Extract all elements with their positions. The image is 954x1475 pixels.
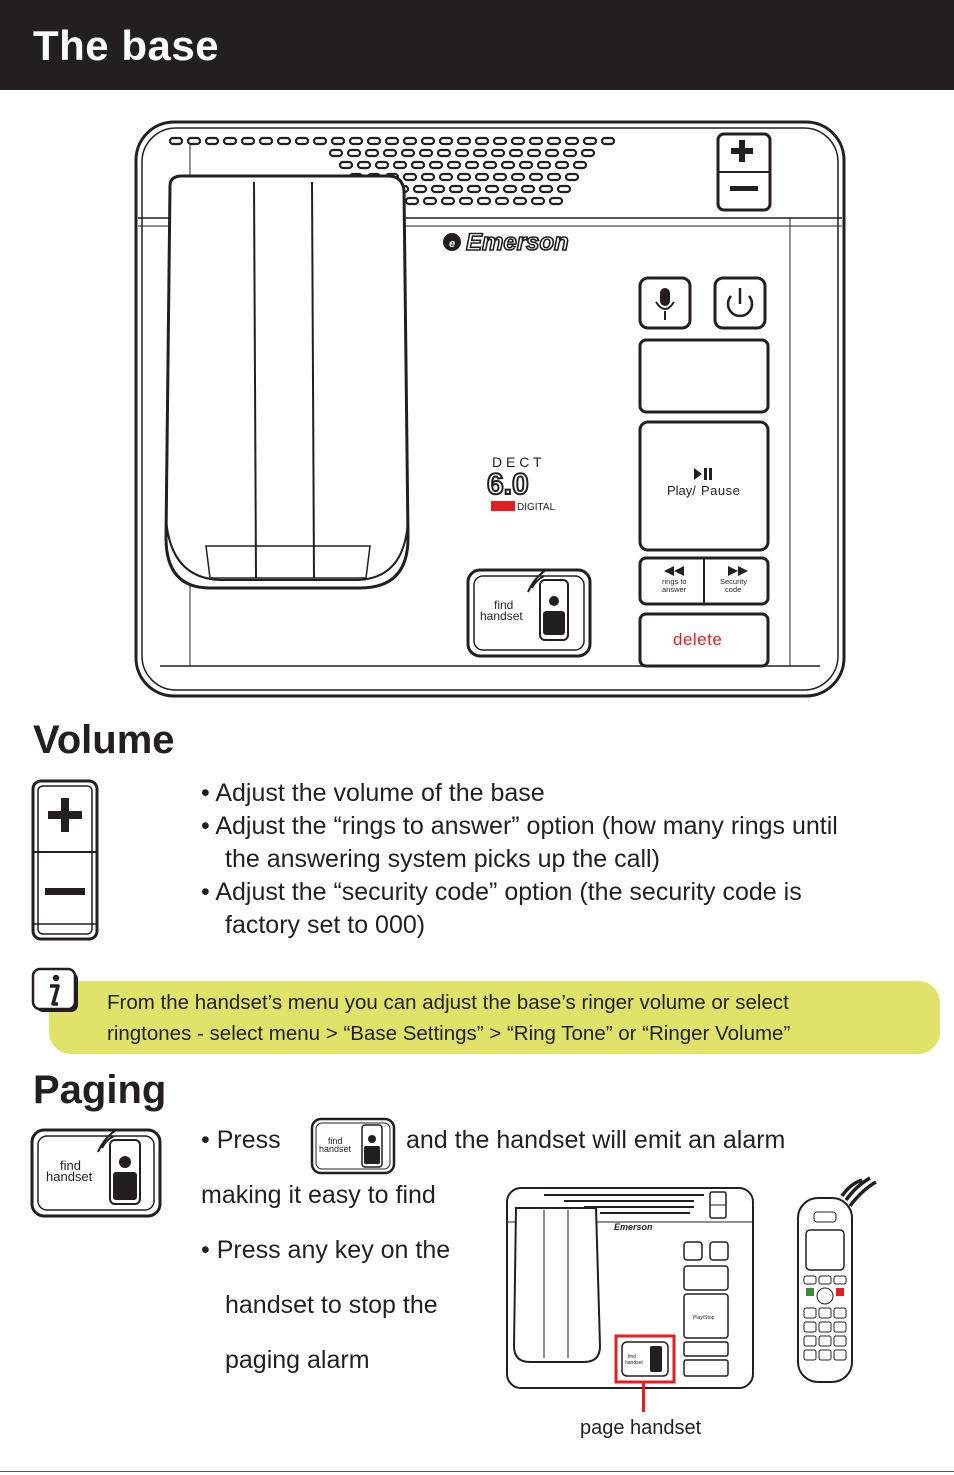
emerson-logo: e Emerson [443, 228, 570, 257]
volume-rocker [716, 132, 772, 212]
svg-text:handset: handset [625, 1360, 643, 1366]
small-base-illustration: Emerson Play/Stop find handset [506, 1187, 754, 1389]
handset-illustration [797, 1176, 877, 1383]
base-display [638, 338, 770, 414]
svg-text:find: find [628, 1354, 636, 1360]
paging-line: paging alarm [225, 1346, 370, 1374]
svg-text:find: find [494, 598, 513, 612]
svg-text:Security: Security [720, 577, 747, 586]
svg-text:DIGITAL: DIGITAL [517, 502, 556, 513]
svg-text:handset: handset [480, 609, 523, 623]
svg-text:Play/Stop: Play/Stop [693, 1315, 715, 1321]
power-button [713, 276, 767, 330]
volume-heading: Volume [33, 718, 175, 762]
volume-rocker-icon [31, 779, 99, 941]
svg-text:e: e [449, 238, 455, 250]
paging-line: making it easy to find [201, 1181, 436, 1209]
base-illustration: e Emerson Play/ Pause rings to answer [134, 120, 846, 698]
page-handset-label: page handset [580, 1417, 702, 1439]
find-handset-icon-large: Emerson find handset [30, 1128, 162, 1218]
svg-text:Emerson: Emerson [614, 1222, 653, 1232]
page-handset-pointer [642, 1382, 645, 1412]
volume-bullet: • Adjust the “rings to answer” option (h… [201, 812, 838, 840]
volume-bullet: • Adjust the “security code” option (the… [201, 878, 802, 906]
find-handset-button: find handset [466, 568, 592, 658]
svg-text:Pause: Pause [701, 483, 740, 498]
svg-text:find: find [328, 1136, 343, 1146]
tip-line: ringtones - select menu > “Base Settings… [107, 1022, 791, 1045]
dect-logo: D E C T 6.0 DIGITAL [486, 454, 556, 513]
paging-press-cont: and the handset will emit an alarm [406, 1126, 786, 1154]
paging-line: handset to stop the [225, 1291, 438, 1319]
svg-text:rings to: rings to [662, 577, 687, 586]
page-title: The base [33, 22, 220, 69]
delete-button: delete [638, 612, 770, 668]
paging-line: • Press any key on the [201, 1236, 451, 1264]
svg-text:Play/: Play/ [667, 483, 696, 498]
tip-box: From the handset’s menu you can adjust t… [49, 981, 940, 1054]
tip-text: From the handset’s menu you can adjust t… [107, 987, 927, 1049]
play-pause-button: Play/ Pause [638, 420, 770, 552]
paging-press: • Press [201, 1126, 281, 1154]
svg-text:delete: delete [673, 630, 722, 649]
svg-text:handset: handset [319, 1144, 352, 1154]
volume-bullet: • Adjust the volume of the base [201, 779, 545, 807]
volume-bullets: • Adjust the volume of the base • Adjust… [201, 777, 941, 942]
find-handset-inline-icon: find handset [310, 1117, 396, 1175]
mic-button [638, 276, 692, 330]
paging-heading: Paging [33, 1068, 167, 1112]
svg-text:6.0: 6.0 [487, 468, 529, 501]
svg-text:find: find [60, 1158, 81, 1173]
svg-text:Emerson: Emerson [466, 229, 569, 256]
svg-text:code: code [725, 585, 741, 594]
tip-line: From the handset’s menu you can adjust t… [107, 991, 789, 1014]
footer-rule [0, 1471, 954, 1472]
page-header: The base [0, 0, 954, 90]
svg-text:answer: answer [662, 585, 687, 594]
svg-text:D E C T: D E C T [492, 454, 542, 470]
volume-bullet-cont: the answering system picks up the call) [225, 845, 660, 873]
volume-bullet-cont: factory set to 000) [225, 911, 426, 939]
svg-text:handset: handset [46, 1169, 93, 1184]
rings-security-rocker: rings to answer Security code [638, 556, 770, 606]
info-icon [31, 967, 78, 1012]
